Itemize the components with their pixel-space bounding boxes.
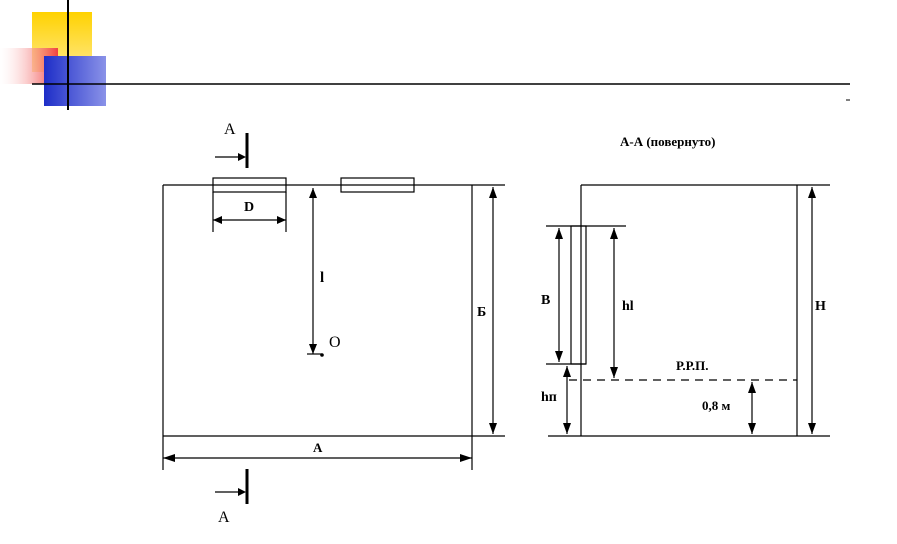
dimension-d: D [213,200,286,224]
dimension-hp: hп [541,366,571,434]
section-view: А-А (повернуто) В hl hп [541,134,830,437]
label-depth: 0,8 м [702,398,731,413]
dimension-depth: 0,8 м [702,382,756,434]
opening-1 [212,177,287,193]
label-hp: hп [541,390,557,405]
dimension-l: l [307,188,324,355]
section-title: А-А (повернуто) [620,134,715,149]
label-h-total: Н [815,299,826,314]
plan-view: А А D l [162,121,505,526]
label-o: O [329,334,341,351]
section-label-bottom: А [218,509,230,526]
label-b-height: В [541,293,550,308]
section-label-top: А [224,121,236,138]
corner-ornament [0,0,850,110]
dimension-b-cyr: Б [477,187,497,434]
ornament-blue-square [44,56,106,106]
label-l: l [320,270,324,286]
wall-opening [570,225,587,365]
opening-2 [340,177,415,193]
label-b-cyr: Б [477,305,486,320]
dimension-h-total: Н [808,187,826,434]
section-marker-bottom: А [215,469,249,526]
point-o-dot [320,353,324,357]
section-marker-top: А [215,121,249,168]
dimension-a: А [163,440,472,462]
dimension-h1: hl [610,228,634,378]
label-rrp: Р.Р.П. [676,358,709,373]
label-h1: hl [622,299,634,314]
label-a-width: А [313,440,323,455]
dimension-b-height: В [541,228,563,362]
label-d: D [244,200,254,215]
